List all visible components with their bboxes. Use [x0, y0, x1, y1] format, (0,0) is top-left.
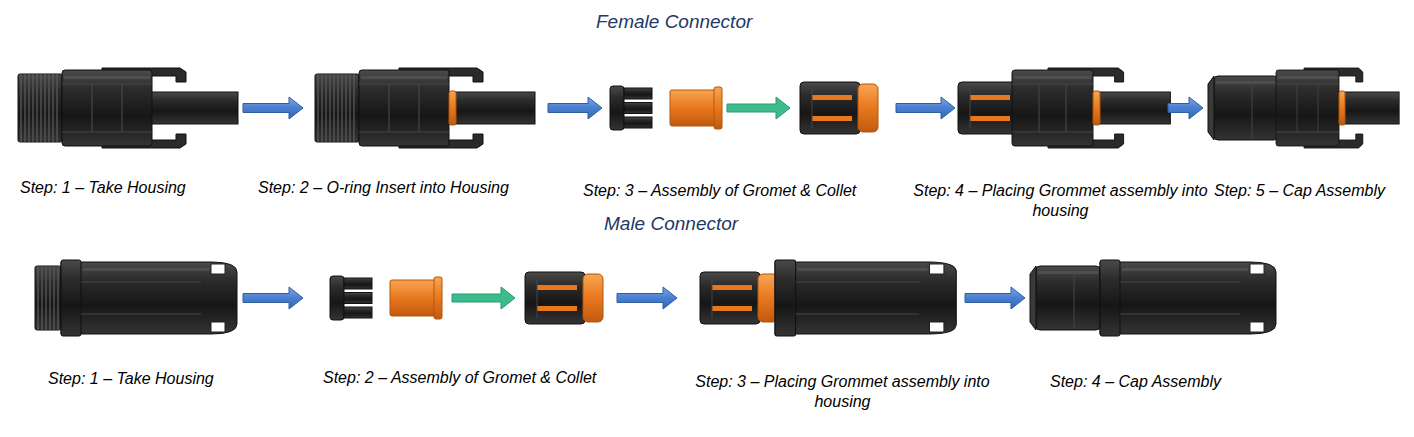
step-caption: Step: 1 – Take Housing	[48, 369, 278, 389]
step-caption: Step: 1 – Take Housing	[20, 178, 250, 198]
step-caption: Step: 2 – Assembly of Gromet & Collet	[323, 368, 643, 388]
grommet	[670, 87, 722, 129]
assembly-step: Step: 5 – Cap Assembly	[1203, 66, 1403, 150]
female-housing	[62, 68, 238, 148]
housing-thread	[315, 74, 359, 142]
female-housing	[359, 68, 535, 148]
housing-thread	[18, 74, 62, 142]
section-title: Female Connector	[596, 11, 752, 33]
assembly-step: Step: 3 – Placing Grommet assembly into …	[677, 256, 965, 340]
step-arrow	[243, 97, 303, 119]
step-arrow	[243, 287, 303, 309]
collet	[610, 86, 652, 130]
female-housing-body	[1276, 68, 1399, 148]
assembly-step: Step: 2 – Assembly of Gromet & Collet	[303, 256, 617, 340]
step-arrow	[548, 97, 602, 119]
male-housing	[1100, 260, 1276, 336]
assembly-step: Step: 2 – O-ring Insert into Housing	[303, 66, 548, 150]
grommet-assembly	[525, 272, 603, 324]
assembly-step: Step: 3 – Assembly of Gromet & Collet	[602, 66, 896, 150]
step-arrow	[1168, 97, 1203, 119]
grommet-assembly	[800, 82, 878, 134]
grommet-assembly	[958, 82, 1036, 134]
male-housing	[61, 260, 237, 336]
grommet	[390, 277, 442, 319]
male-housing-body	[775, 260, 956, 336]
female-housing	[1012, 68, 1170, 148]
male-housing	[775, 260, 956, 336]
housing-thread	[35, 266, 61, 330]
collet	[330, 276, 372, 320]
assembly-step: Step: 4 – Cap Assembly	[1025, 256, 1285, 340]
assembly-step: Step: 1 – Take Housing	[30, 256, 243, 340]
step-arrow	[896, 97, 955, 119]
female-housing-body	[1012, 68, 1170, 148]
assembly-step: Step: 4 – Placing Grommet assembly into …	[955, 66, 1168, 150]
step-arrow	[965, 287, 1025, 309]
step-arrow	[617, 287, 677, 309]
step-caption: Step: 3 – Assembly of Gromet & Collet	[583, 181, 903, 201]
assembly-step: Step: 1 – Take Housing	[18, 66, 243, 150]
o-ring	[449, 91, 456, 125]
o-ring	[1093, 91, 1100, 125]
cap	[1208, 76, 1278, 140]
green-arrow	[727, 97, 790, 119]
section-title: Male Connector	[604, 213, 738, 235]
step-caption: Step: 2 – O-ring Insert into Housing	[258, 178, 558, 198]
step-caption: Step: 5 – Cap Assembly	[1214, 181, 1412, 201]
grommet-assembly	[700, 272, 778, 324]
step-caption: Step: 4 – Placing Grommet assembly into …	[908, 181, 1213, 221]
step-caption: Step: 4 – Cap Assembly	[1050, 372, 1280, 392]
o-ring	[1339, 91, 1345, 125]
green-arrow	[452, 287, 515, 309]
step-caption: Step: 3 – Placing Grommet assembly into …	[690, 372, 995, 412]
female-housing	[1276, 68, 1399, 148]
cap	[1030, 266, 1100, 330]
